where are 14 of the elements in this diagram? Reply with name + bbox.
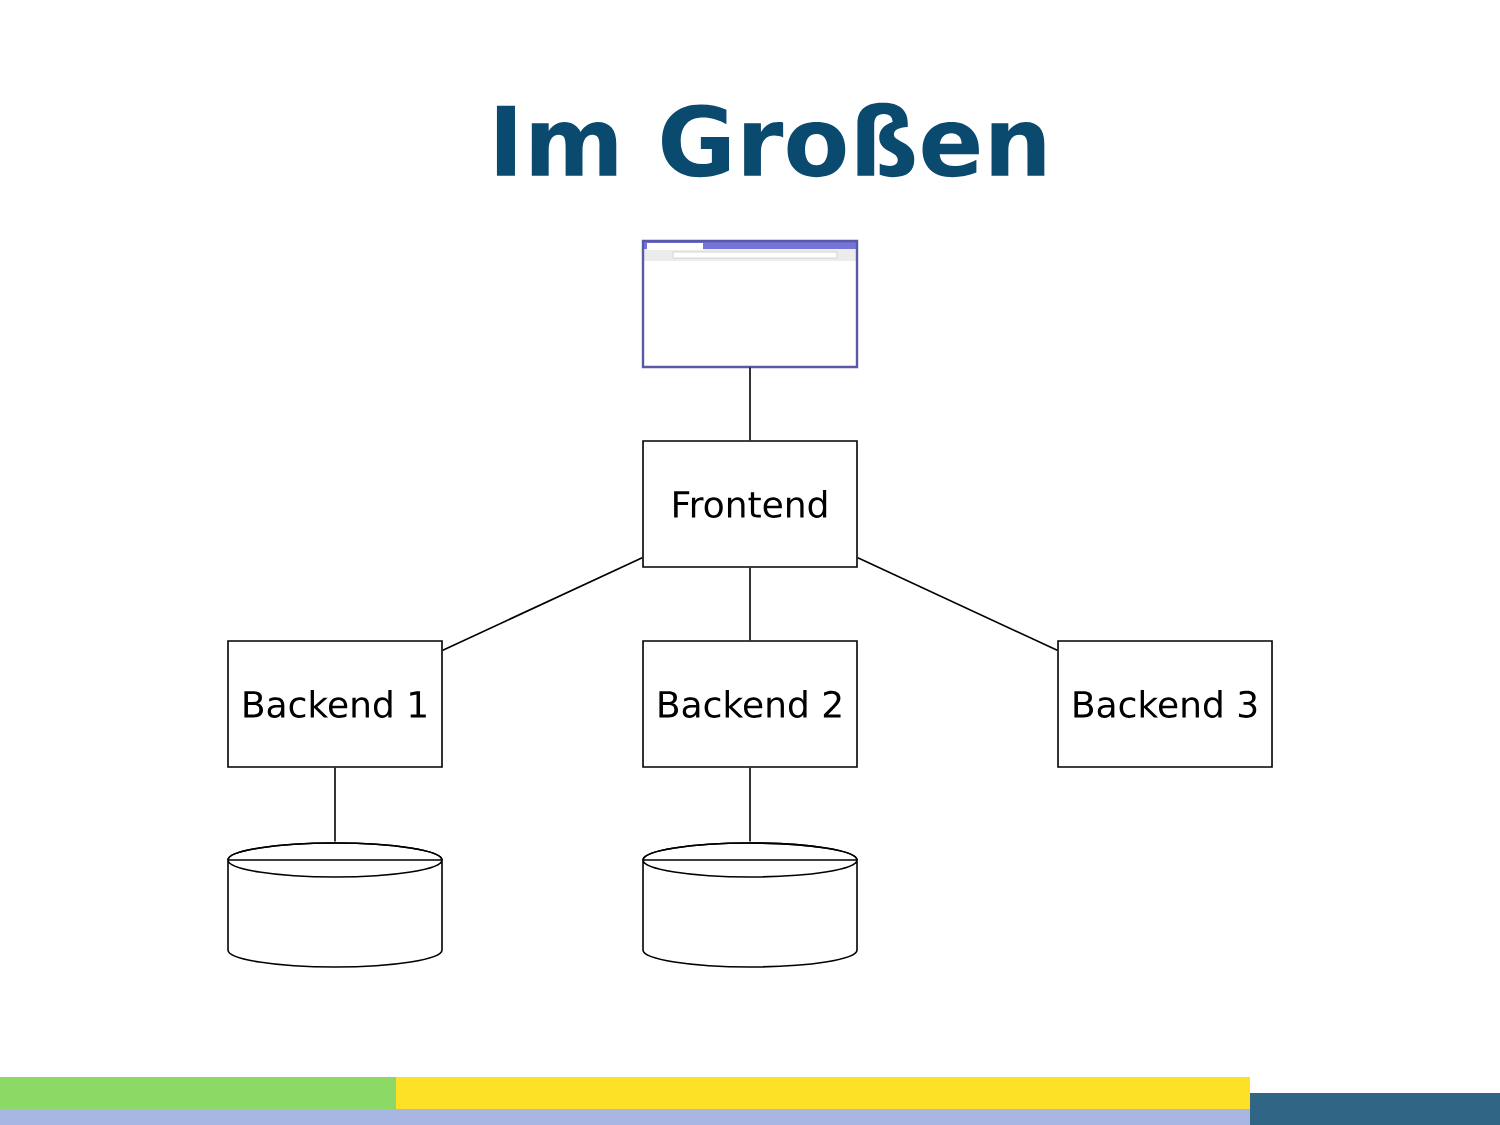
connector-line [857,557,1058,651]
database-cylinder [642,842,858,968]
process-box: Backend 1 [227,640,443,768]
process-box: Backend 2 [642,640,858,768]
connector-line [442,557,643,651]
connector-line [749,366,751,441]
process-box: Frontend [642,440,858,568]
database-cylinder [227,842,443,968]
connector-line [334,767,336,843]
process-box: Backend 3 [1057,640,1273,768]
picture [641,239,859,369]
title: Im Großen [496,102,1045,178]
connector-line [749,567,751,641]
connector-line [749,767,751,843]
